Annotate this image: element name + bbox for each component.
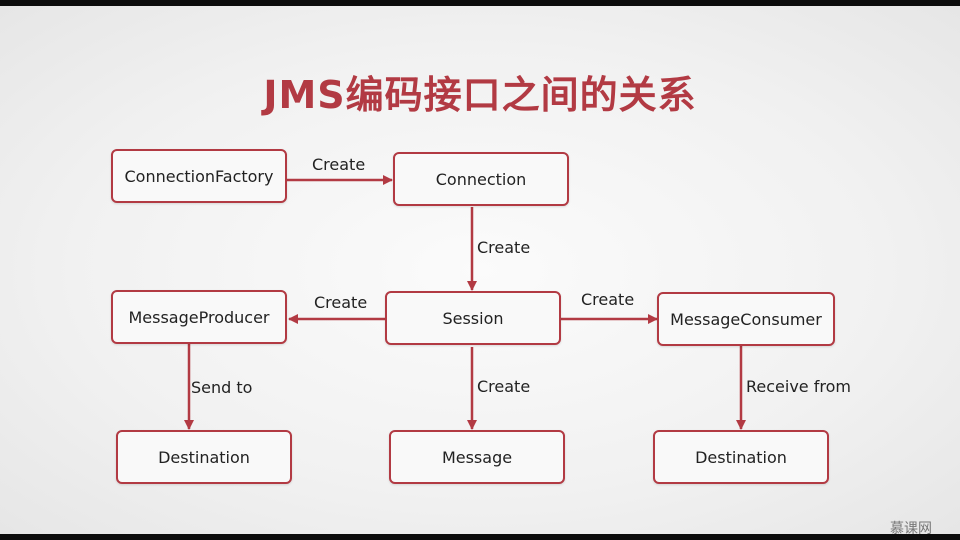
slide-title: JMS编码接口之间的关系 [263, 73, 697, 117]
edge-label-producer-to-destination: Send to [191, 378, 253, 397]
edge-label-session-to-consumer: Create [581, 290, 635, 309]
node-message-consumer: MessageConsumer [657, 292, 835, 346]
edge-label-session-to-producer: Create [314, 293, 368, 312]
edge-label-session-to-message: Create [477, 377, 531, 396]
slide: JMS编码接口之间的关系 ConnectionFactory Connectio… [0, 6, 960, 534]
node-message-producer: MessageProducer [111, 290, 287, 344]
node-connection-factory: ConnectionFactory [111, 149, 287, 203]
edge-label-consumer-to-destination: Receive from [746, 377, 851, 396]
arrows-layer [184, 175, 746, 430]
node-session: Session [385, 291, 561, 345]
edge-label-connection-to-session: Create [477, 238, 531, 257]
node-connection: Connection [393, 152, 569, 206]
edge-label-factory-to-connection: Create [312, 155, 366, 174]
node-destination-left: Destination [116, 430, 292, 484]
watermark-logo: 慕课网 [890, 521, 932, 534]
node-destination-right: Destination [653, 430, 829, 484]
node-message: Message [389, 430, 565, 484]
